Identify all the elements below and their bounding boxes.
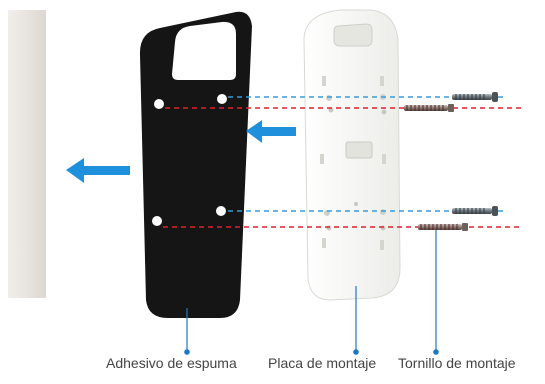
- arrow-left-icon: [66, 158, 130, 183]
- arrow-left-icon: [246, 120, 296, 143]
- label-foam-adhesive: Adhesivo de espuma: [106, 355, 237, 371]
- label-mounting-screw: Tornillo de montaje: [398, 355, 516, 371]
- foam-hole: [217, 94, 227, 104]
- callout-screw: [433, 230, 439, 355]
- screw-icon: [452, 206, 498, 216]
- screw-icon: [404, 104, 454, 112]
- screw-icon: [452, 92, 498, 102]
- callout-foam: [184, 308, 190, 355]
- mounting-plate: [303, 9, 401, 301]
- foam-hole: [154, 99, 164, 109]
- screw-icon: [418, 223, 468, 231]
- foam-hole: [152, 216, 162, 226]
- wall-surface: [8, 10, 46, 298]
- callout-plate: [353, 286, 359, 355]
- foam-adhesive: [139, 11, 252, 319]
- label-mounting-plate: Placa de montaje: [268, 355, 377, 371]
- foam-hole: [216, 206, 226, 216]
